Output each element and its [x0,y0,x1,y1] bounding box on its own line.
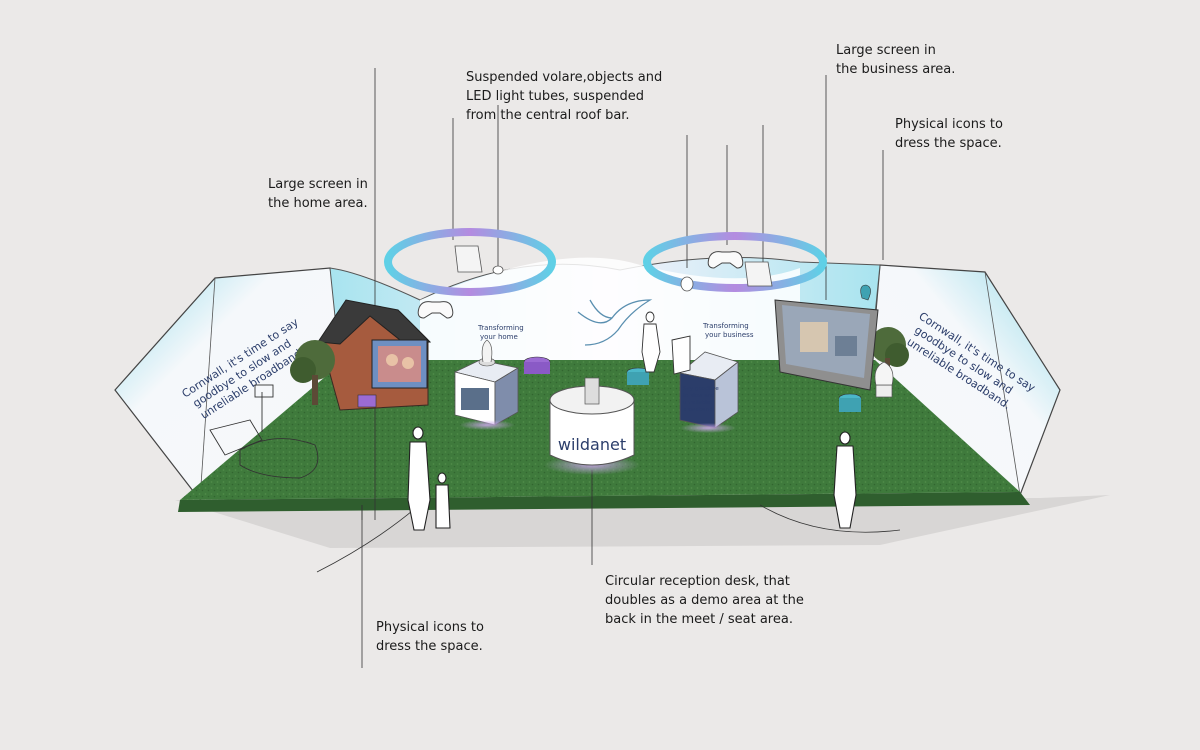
banner-home-line-1: Transforming [477,324,524,332]
display-cube-right: Say goodbye to slow and unreliable broad… [679,351,739,433]
home-area-house-screen [317,299,432,411]
sketch-leader-lines [316,68,901,668]
banner-business-line-1: Transforming [702,322,749,330]
cube-text-1: Say goodbye [683,386,719,392]
desk-logo-text: wildanet [558,435,626,454]
note-line: Large screen in [836,43,936,58]
game-controller-icon [707,251,744,269]
sketch-person-back [641,311,691,375]
cube-text-3: unreliable [683,400,711,406]
note-business-screen: Large screen in the business area. [836,41,955,79]
business-area-large-screen [774,284,879,391]
note-suspended-objects: Suspended volare,objects and LED light t… [466,68,662,125]
suspended-led-ring-right [643,232,827,292]
note-line: Physical icons to [376,620,484,635]
sketch-seating-left [209,384,319,479]
wildanet-bird-logo [577,299,653,346]
game-controller-icon [417,301,454,319]
circular-reception-desk: wildanet [544,377,640,475]
display-cube-left [453,339,520,430]
bust-statue-right [874,361,894,398]
tree-left [290,340,335,405]
note-line: Large screen in [268,177,368,192]
note-line: back in the meet / seat area. [605,612,793,627]
note-line: LED light tubes, suspended [466,89,644,104]
suspended-led-ring-left [384,228,556,296]
banner-transforming-home: Transforming your home [477,324,524,341]
sketch-person-left [407,426,451,531]
sketch-person-right [833,431,857,529]
note-icons-right: Physical icons to dress the space. [895,115,1003,153]
note-reception-desk: Circular reception desk, that doubles as… [605,572,804,629]
note-line: from the central roof bar. [466,108,630,123]
note-line: Physical icons to [895,117,1003,132]
note-line: the business area. [836,62,956,77]
note-line: Circular reception desk, that [605,574,790,589]
note-home-screen: Large screen in the home area. [268,175,368,213]
note-line: the home area. [268,196,368,211]
cube-text-4: broadband. [683,407,715,413]
note-line: doubles as a demo area at the [605,593,804,608]
cube-text-2: to slow and [683,393,715,399]
note-icons-bottom: Physical icons to dress the space. [376,618,484,656]
banner-transforming-business: Transforming your business [702,322,754,339]
stools [523,356,862,412]
note-line: Suspended volare,objects and [466,70,663,85]
banner-business-line-2: your business [705,331,754,339]
banner-home-line-2: your home [480,333,518,341]
note-line: dress the space. [376,639,483,654]
note-line: dress the space. [895,136,1002,151]
